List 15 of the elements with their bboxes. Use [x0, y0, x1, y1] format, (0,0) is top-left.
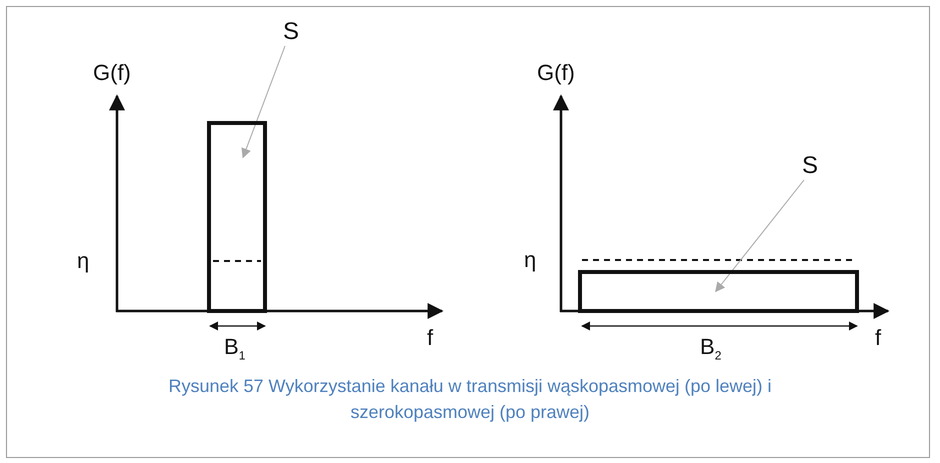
axis-label: f	[427, 327, 434, 349]
callout-label: S	[283, 20, 300, 44]
signal-spectrum-box	[578, 270, 859, 313]
leader-line	[242, 46, 286, 158]
bandwidth-label: B$_{2}$	[700, 336, 722, 362]
noise-level-label: η	[524, 249, 536, 271]
axis-label: f	[875, 327, 882, 349]
bandwidth-label: B$_{1}$	[224, 336, 246, 362]
axis-label: G(f)	[93, 62, 131, 84]
callout-label: S	[802, 154, 818, 178]
figure-caption: Rysunek 57 Wykorzystanie kanału w transmisji wąskopasmowej (po lewej) i szerokopasmowej (po prawej)	[167, 375, 773, 424]
axis-label: G(f)	[537, 62, 575, 84]
noise-level-label: η	[77, 250, 90, 272]
signal-spectrum-box	[207, 121, 267, 313]
leader-line	[715, 180, 804, 292]
